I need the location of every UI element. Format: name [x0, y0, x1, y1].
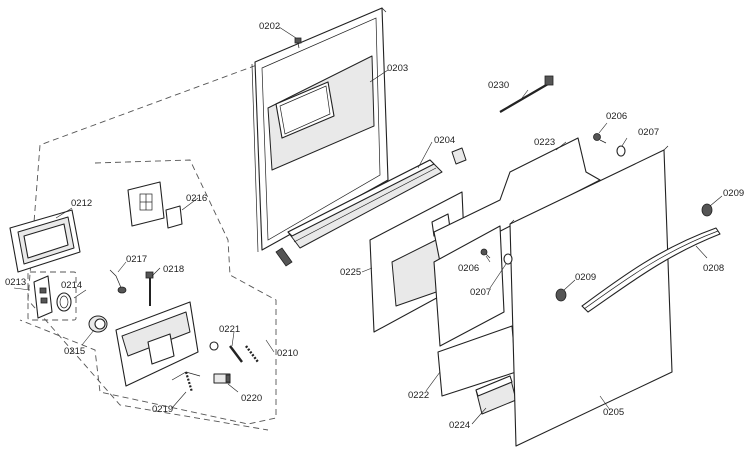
label-0217: 0217: [126, 254, 147, 265]
label-0221: 0221: [219, 324, 240, 335]
washer-0207-upper: [616, 145, 626, 157]
wire-0219: [171, 371, 201, 393]
label-0207-upper: 0207: [638, 127, 659, 138]
label-0214: 0214: [61, 280, 82, 291]
inner-door-panel: [251, 7, 389, 253]
screw-0206-upper: [593, 133, 607, 144]
sensor-0220: [213, 373, 231, 384]
label-0204: 0204: [434, 135, 455, 146]
label-0230: 0230: [488, 80, 509, 91]
pin-0217: [109, 269, 127, 294]
dashed-outline-outer: [27, 61, 269, 431]
display-module-0216: [127, 181, 183, 229]
label-0209-left: 0209: [575, 272, 596, 283]
label-0205: 0205: [603, 407, 624, 418]
pin-0218: [145, 271, 154, 306]
label-0209-right: 0209: [723, 188, 744, 199]
control-frame-0212: [9, 209, 81, 273]
door-handle-bar: [581, 227, 721, 313]
label-0202: 0202: [259, 21, 280, 32]
label-0208: 0208: [703, 263, 724, 274]
label-0225: 0225: [340, 267, 361, 278]
leader-lines: [13, 26, 723, 425]
label-0215: 0215: [64, 346, 85, 357]
back-panel-0223: [433, 137, 601, 347]
end-cap-0209-left: [555, 288, 567, 302]
label-0224: 0224: [449, 420, 470, 431]
label-0218: 0218: [163, 264, 184, 275]
knob-group: [27, 271, 77, 321]
label-0222: 0222: [408, 390, 429, 401]
dashed-outline-inner: [19, 159, 277, 425]
label-0207-lower: 0207: [470, 287, 491, 298]
label-0212: 0212: [71, 198, 92, 209]
front-door-panel: [509, 145, 673, 447]
end-cap-0209-right: [701, 203, 713, 217]
screw-0206-lower: [480, 248, 491, 259]
screw-0202: [294, 37, 302, 49]
label-0210: 0210: [277, 348, 298, 359]
label-0220: 0220: [241, 393, 262, 404]
spring-0221: [209, 341, 259, 363]
bar-0230: [499, 75, 554, 113]
label-0213: 0213: [5, 277, 26, 288]
label-0206-upper: 0206: [606, 111, 627, 122]
hinge-clip: [451, 147, 467, 165]
label-0206-lower: 0206: [458, 263, 479, 274]
label-0203: 0203: [387, 63, 408, 74]
washer-0207-lower: [503, 253, 513, 265]
door-seal-strip: [275, 159, 443, 267]
insulation-panel: [369, 191, 467, 333]
bearing-0215: [88, 315, 108, 333]
control-housing-0210: [115, 301, 199, 387]
label-0216: 0216: [186, 193, 207, 204]
label-0223: 0223: [534, 137, 555, 148]
label-0219: 0219: [152, 404, 173, 415]
